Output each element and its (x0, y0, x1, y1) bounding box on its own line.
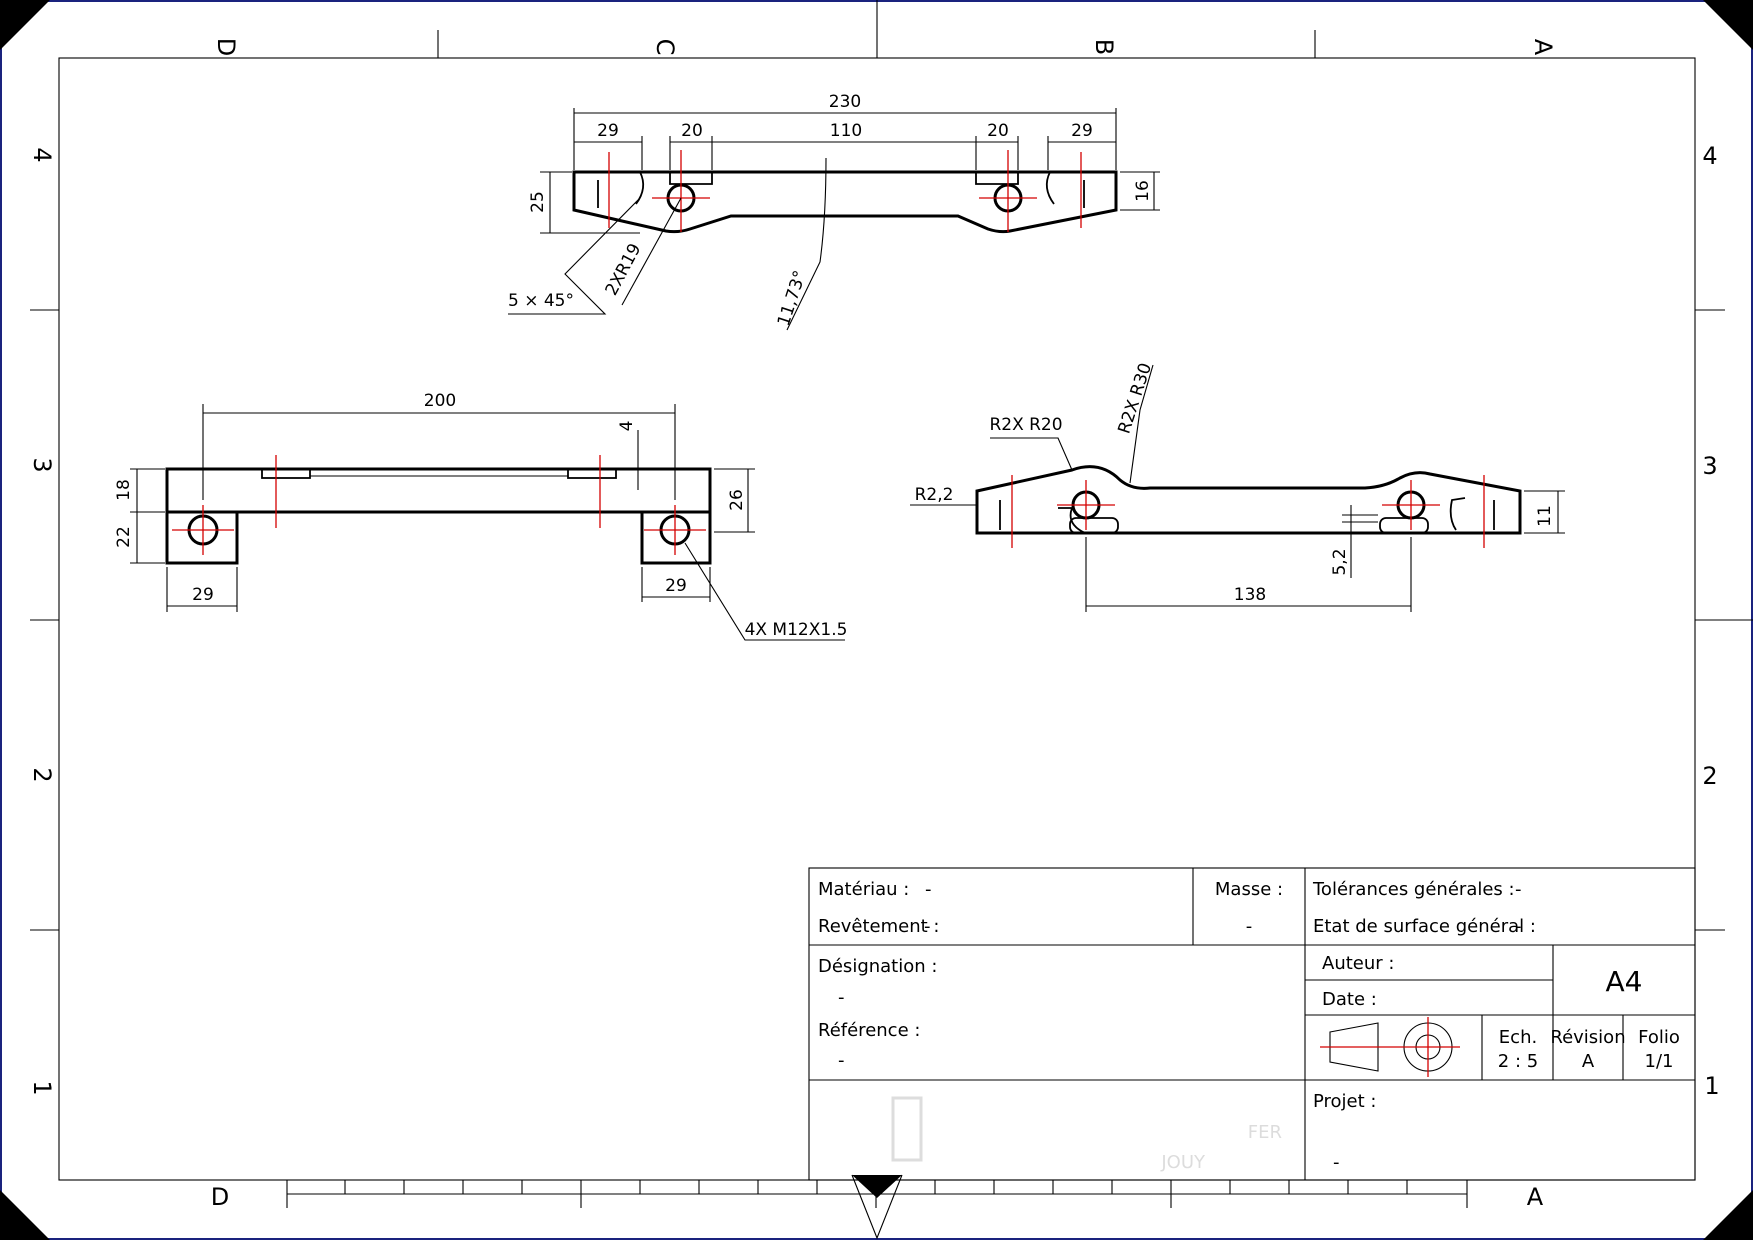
zone-row-right-3: 3 (1702, 452, 1717, 480)
revision-label: Révision (1550, 1027, 1625, 1048)
revision-value: A (1582, 1051, 1595, 1072)
top-view: 230 29 20 110 20 29 25 16 5 × 45° 2XR19 … (508, 92, 1160, 331)
dim-middle: 110 (830, 121, 862, 141)
dim-chamfer: 5 × 45° (508, 291, 574, 311)
front-view-outline (165, 467, 712, 565)
dim-radius-r30: R2X R30 (1114, 361, 1156, 437)
dim-lower-height: 22 (114, 526, 134, 548)
zone-row-left-3: 3 (28, 457, 56, 472)
corner-mark-tl (0, 0, 50, 50)
format-value: A4 (1606, 965, 1643, 998)
corner-mark-tr (1703, 0, 1753, 50)
etat-surface-value: - (1515, 916, 1522, 937)
dim-thread: 4X M12X1.5 (745, 620, 848, 640)
dim-side-height: 11 (1535, 505, 1555, 527)
echelle-label: Ech. (1499, 1027, 1537, 1048)
dim-angle: 11,73° (774, 268, 811, 329)
dim-right-foot: 29 (665, 576, 687, 596)
dim-left-end: 29 (597, 121, 619, 141)
revetement-value: - (924, 916, 931, 937)
etat-surface-label: Etat de surface général : (1313, 916, 1536, 937)
projection-symbol-icon (1320, 1017, 1460, 1077)
zone-col-top-b: B (1090, 39, 1118, 55)
dim-radius-edge: R2,2 (915, 485, 954, 505)
title-block-frame (808, 867, 1696, 1181)
zone-col-bottom-d: D (211, 1183, 229, 1211)
zone-row-left-4: 4 (28, 147, 56, 162)
zone-row-right-4: 4 (1702, 142, 1717, 170)
dim-height-right: 16 (1133, 180, 1153, 202)
zone-row-left-2: 2 (28, 767, 56, 782)
echelle-value: 2 : 5 (1498, 1051, 1538, 1072)
projet-label: Projet : (1313, 1091, 1376, 1112)
materiau-label: Matériau : (818, 879, 909, 900)
reference-label: Référence : (818, 1020, 920, 1041)
folio-value: 1/1 (1645, 1051, 1674, 1072)
dim-front-height: 26 (727, 489, 747, 511)
front-view: 200 4 18 22 26 29 29 4X M12X1.5 (114, 391, 848, 641)
tolerances-value: - (1515, 879, 1522, 900)
designation-value: - (838, 987, 845, 1008)
centering-arrow-outline (851, 1174, 903, 1240)
corner-mark-bl (0, 1190, 50, 1240)
zone-col-bottom-a: A (1527, 1183, 1544, 1211)
zone-ticks (30, 0, 1753, 931)
dim-hole-spacing: 138 (1234, 585, 1266, 605)
front-view-dimension-lines (130, 404, 845, 641)
dim-front-width: 200 (424, 391, 456, 411)
centering-arrow (852, 1175, 902, 1198)
logo-text-line2: JOUY (1160, 1152, 1206, 1173)
dim-upper-height: 18 (114, 479, 134, 501)
title-block: Matériau : - Masse : - Revêtement : - To… (808, 867, 1696, 1181)
masse-value: - (1246, 916, 1253, 937)
zone-row-left-1: 1 (28, 1080, 56, 1095)
folio-label: Folio (1638, 1027, 1680, 1048)
projet-value: - (1333, 1152, 1340, 1173)
dim-radius-r19: 2XR19 (602, 240, 646, 299)
reference-value: - (838, 1050, 845, 1071)
side-view: R2X R20 R2X R30 R2,2 11 5,2 138 (910, 361, 1565, 612)
dim-radius-r20: R2X R20 (989, 415, 1062, 435)
dim-overall-length: 230 (829, 92, 861, 112)
logo-text-line1: FER (1248, 1122, 1282, 1143)
dim-slot-depth: 4 (617, 421, 637, 432)
top-view-dimension-lines (508, 108, 1160, 331)
zone-row-right-2: 2 (1702, 762, 1717, 790)
revetement-label: Revêtement : (818, 916, 940, 937)
zone-col-top-c: C (651, 39, 679, 56)
date-label: Date : (1322, 989, 1377, 1010)
side-view-dimension-lines (910, 364, 1565, 612)
tolerances-label: Tolérances générales : (1312, 879, 1515, 900)
materiau-value: - (925, 879, 932, 900)
designation-label: Désignation : (818, 956, 937, 977)
top-view-outline (572, 170, 1118, 234)
dim-left-foot: 29 (192, 585, 214, 605)
dim-right-slot: 20 (987, 121, 1009, 141)
dim-gap: 5,2 (1330, 548, 1350, 575)
front-view-centerlines (172, 455, 706, 555)
dim-right-end: 29 (1071, 121, 1093, 141)
inner-frame (58, 57, 1696, 1181)
dim-left-slot: 20 (681, 121, 703, 141)
side-view-outline (975, 465, 1522, 535)
zone-row-right-1: 1 (1704, 1072, 1719, 1100)
company-logo: FER JOUY (891, 1096, 1282, 1173)
corner-mark-br (1703, 1190, 1753, 1240)
zone-col-top-d: D (212, 38, 240, 56)
top-view-centerlines (608, 150, 1082, 232)
dim-height-left: 25 (528, 191, 548, 213)
zone-col-top-a: A (1529, 39, 1557, 56)
masse-label: Masse : (1215, 879, 1283, 900)
side-view-centerlines (1011, 475, 1485, 548)
auteur-label: Auteur : (1322, 953, 1394, 974)
